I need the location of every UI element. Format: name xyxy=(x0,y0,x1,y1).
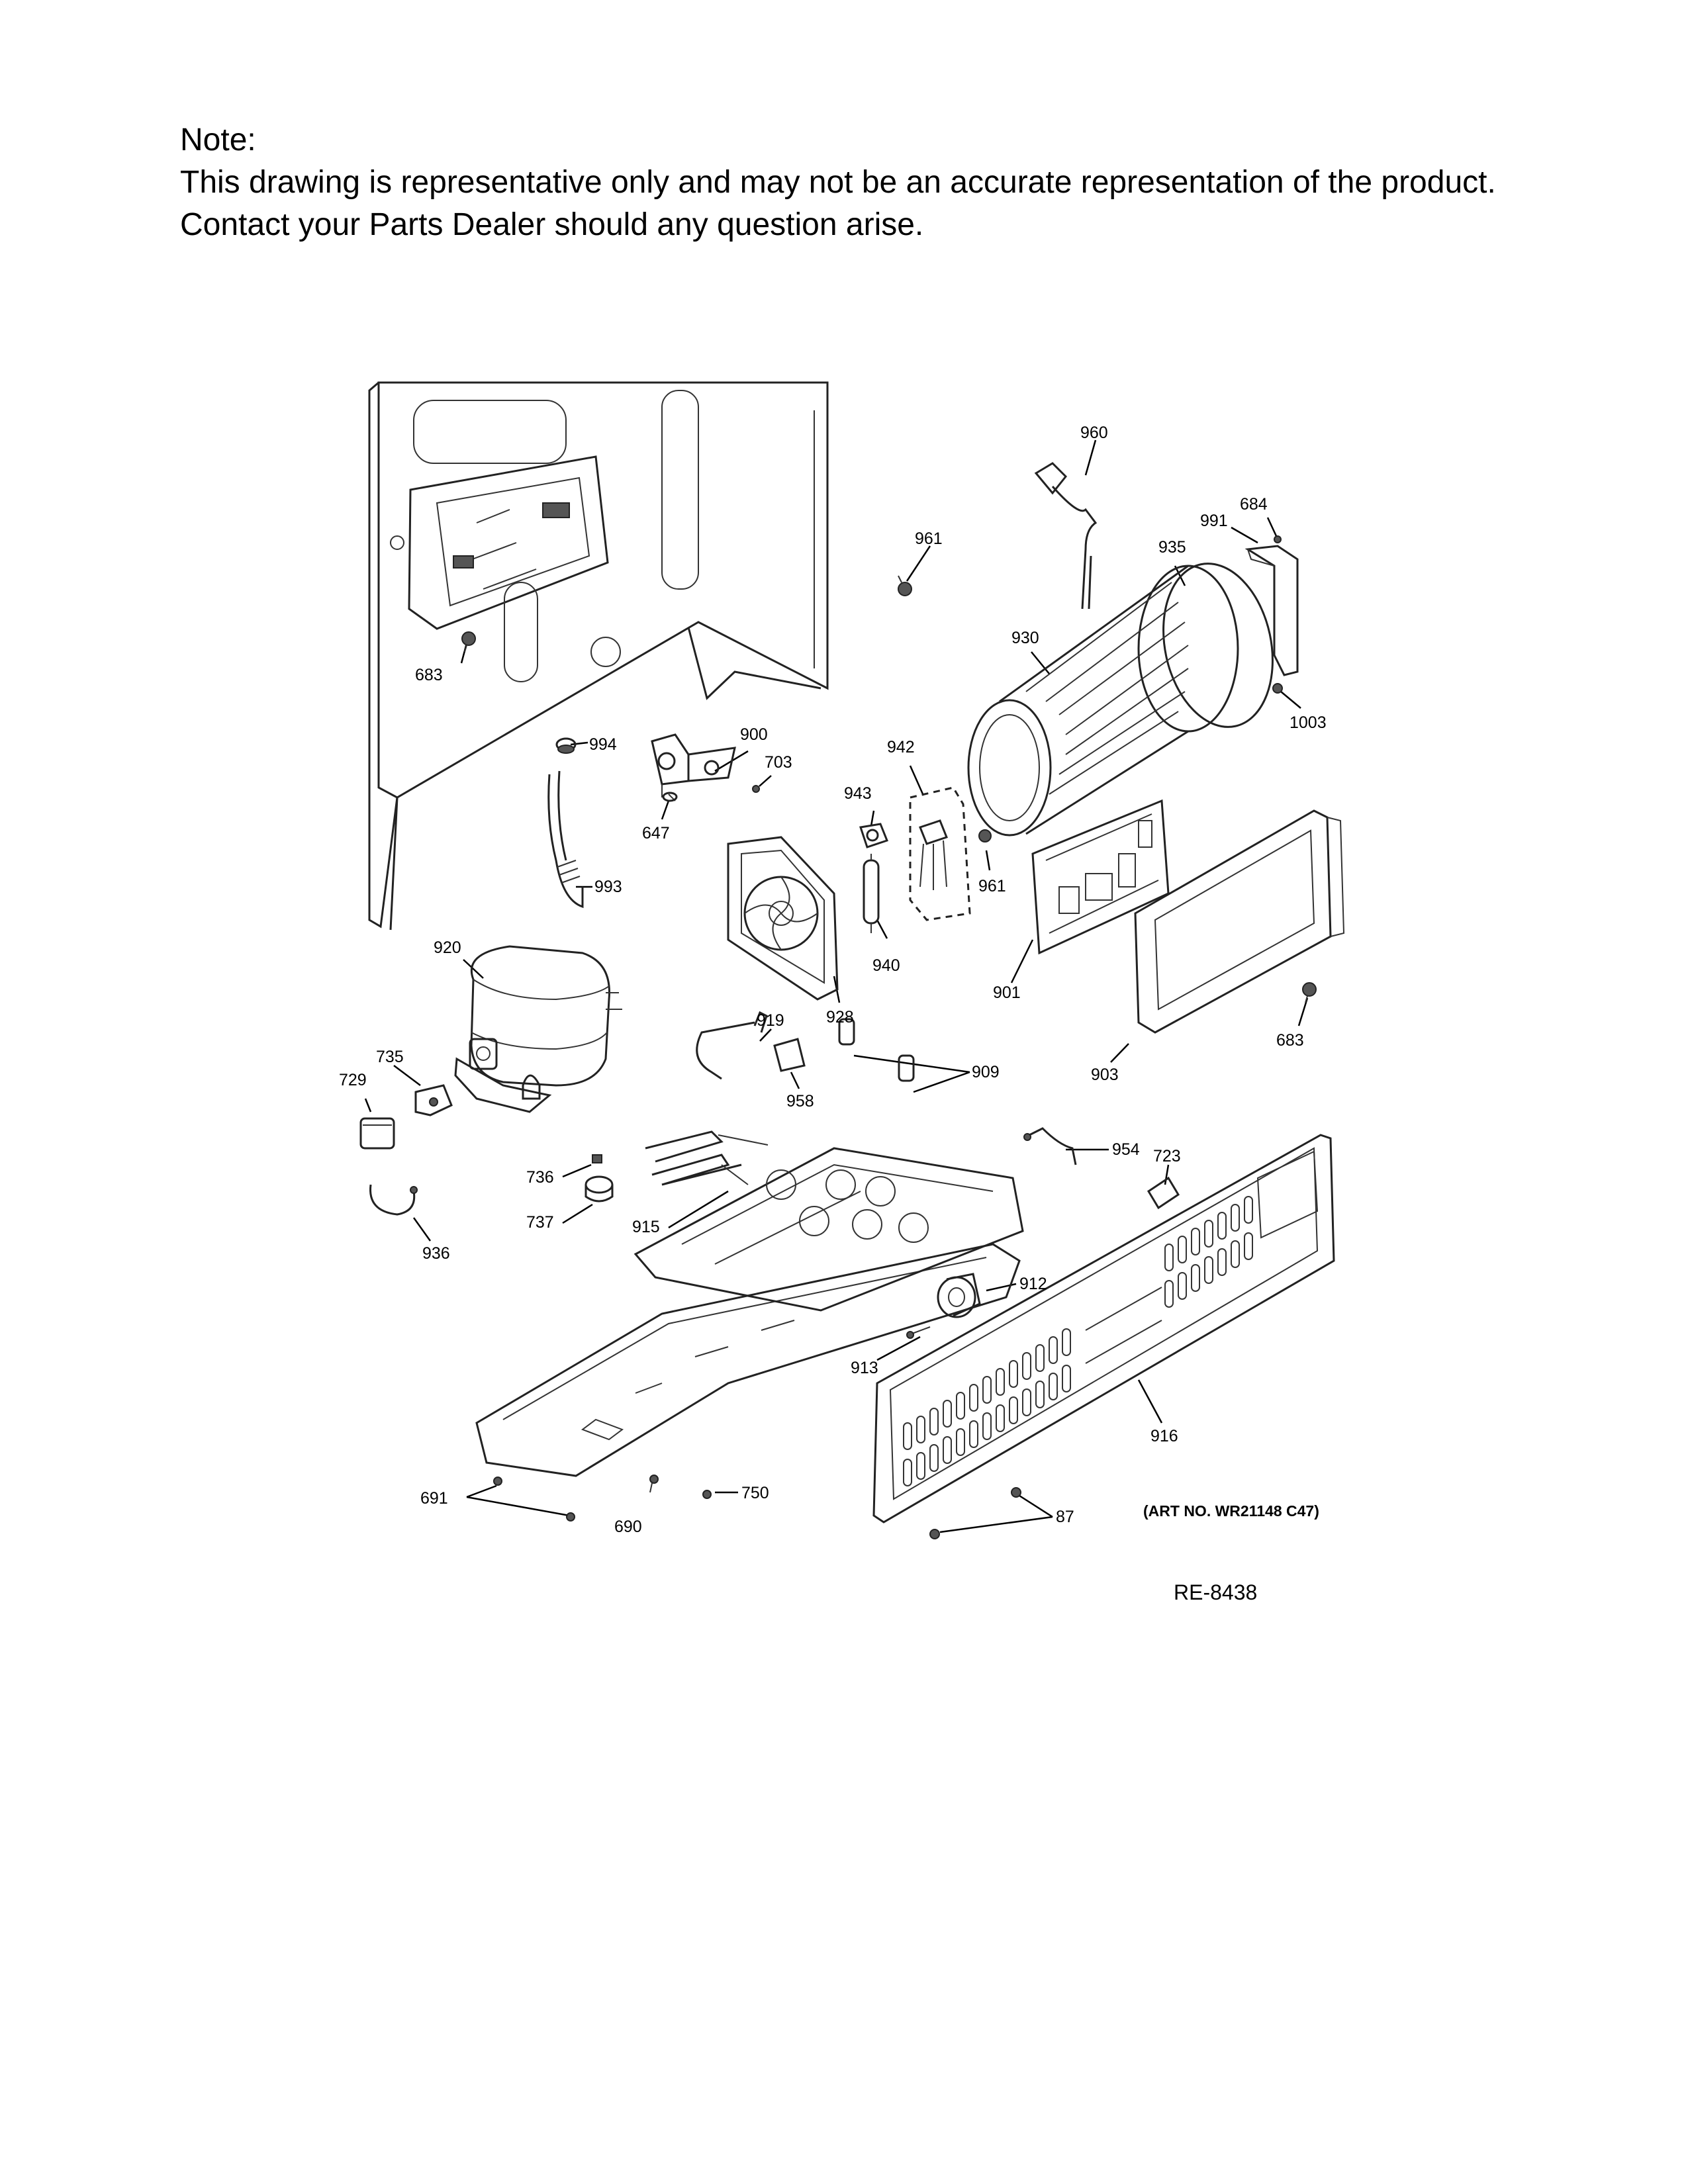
part-942-relay-assembly xyxy=(909,786,971,921)
part-913-screw xyxy=(906,1326,931,1339)
part-919-tube xyxy=(696,1011,768,1080)
part-723-sleeve xyxy=(1147,1176,1180,1210)
part-928-condenser-fan xyxy=(727,836,839,1001)
part-935-cover xyxy=(1162,563,1274,728)
part-940-fuse xyxy=(863,854,880,933)
callout-942: 942 xyxy=(887,738,915,756)
callout-993: 993 xyxy=(594,878,622,896)
part-735-relay xyxy=(414,1084,453,1116)
part-994-grommet xyxy=(555,737,577,754)
part-1003-screw xyxy=(1272,683,1283,694)
callout-958: 958 xyxy=(786,1092,814,1111)
part-920-compressor xyxy=(454,945,622,1113)
part-930-condenser xyxy=(967,565,1239,837)
callout-912: 912 xyxy=(1019,1275,1047,1293)
callout-943: 943 xyxy=(844,784,872,803)
callout-928: 928 xyxy=(826,1008,854,1026)
part-954-harness xyxy=(1023,1127,1077,1165)
cabinet-back-panel xyxy=(368,381,829,931)
part-993-drain-hose xyxy=(547,770,584,909)
callout-683: 683 xyxy=(415,666,443,684)
part-960-power-cord xyxy=(1034,462,1098,610)
callout-683: 683 xyxy=(1276,1031,1304,1050)
callout-900: 900 xyxy=(740,725,768,744)
callout-913: 913 xyxy=(851,1359,878,1377)
part-729-overload-cover xyxy=(359,1117,395,1150)
callout-1003: 1003 xyxy=(1289,713,1327,732)
callout-930: 930 xyxy=(1011,629,1039,647)
callout-labels: 960 684 991 961 935 930 683 1003 994 900… xyxy=(339,424,1327,1536)
part-912-fan-motor xyxy=(937,1273,981,1318)
part-750-screw xyxy=(702,1490,712,1499)
callout-723: 723 xyxy=(1153,1147,1181,1165)
part-909-caps xyxy=(838,1018,915,1082)
callout-750: 750 xyxy=(741,1484,769,1502)
callout-729: 729 xyxy=(339,1071,367,1089)
part-900-water-valve xyxy=(651,733,736,801)
part-961-screw-lower xyxy=(978,829,992,842)
callout-915: 915 xyxy=(632,1218,660,1236)
callout-903: 903 xyxy=(1091,1066,1119,1084)
part-737-mount xyxy=(585,1175,614,1203)
callout-690: 690 xyxy=(614,1518,642,1536)
callout-994: 994 xyxy=(589,735,617,754)
part-961-screw xyxy=(898,575,912,596)
part-736-grommet xyxy=(592,1154,602,1163)
part-958-pad xyxy=(773,1038,806,1072)
callout-691: 691 xyxy=(420,1489,448,1508)
callout-935: 935 xyxy=(1158,538,1186,557)
part-936-harness xyxy=(369,1184,418,1216)
callout-954: 954 xyxy=(1112,1140,1140,1159)
callout-736: 736 xyxy=(526,1168,554,1187)
callout-940: 940 xyxy=(872,956,900,975)
callout-961: 961 xyxy=(915,529,943,548)
callout-936: 936 xyxy=(422,1244,450,1263)
note-line-2: Contact your Parts Dealer should any que… xyxy=(180,207,924,242)
part-703-screw xyxy=(752,785,760,793)
callout-961: 961 xyxy=(978,877,1006,895)
part-903-board-cover xyxy=(1134,809,1345,1034)
note-block: Note: This drawing is representative onl… xyxy=(180,119,1570,246)
reference-code: RE-8438 xyxy=(1174,1580,1258,1604)
callout-684: 684 xyxy=(1240,495,1268,514)
callout-919: 919 xyxy=(757,1011,784,1030)
part-690-screw xyxy=(649,1475,659,1493)
callout-737: 737 xyxy=(526,1213,554,1232)
part-683-screw-right xyxy=(1302,982,1317,1003)
art-number: (ART NO. WR21148 C47) xyxy=(1143,1502,1319,1520)
callout-920: 920 xyxy=(434,938,461,957)
callout-909: 909 xyxy=(972,1063,1000,1081)
part-915-tube-coil xyxy=(645,1130,769,1186)
part-647-clip xyxy=(662,792,678,802)
callout-703: 703 xyxy=(765,753,792,772)
callout-735: 735 xyxy=(376,1048,404,1066)
callout-647: 647 xyxy=(642,824,670,842)
callout-991: 991 xyxy=(1200,512,1228,530)
note-line-1: This drawing is representative only and … xyxy=(180,165,1496,200)
part-691-screws xyxy=(493,1477,575,1522)
note-heading: Note: xyxy=(180,122,256,158)
callout-916: 916 xyxy=(1150,1427,1178,1445)
callout-901: 901 xyxy=(993,983,1021,1002)
part-943-thermostat xyxy=(859,823,888,848)
part-991-bracket xyxy=(1244,535,1299,676)
part-87-screws xyxy=(929,1487,1021,1539)
part-683-screw-left xyxy=(461,631,476,653)
part-916-rear-grille xyxy=(872,1134,1335,1524)
part-base-pan xyxy=(475,1147,1024,1477)
callout-87: 87 xyxy=(1056,1508,1074,1526)
part-901-control-board xyxy=(1031,799,1170,955)
callout-960: 960 xyxy=(1080,424,1108,442)
